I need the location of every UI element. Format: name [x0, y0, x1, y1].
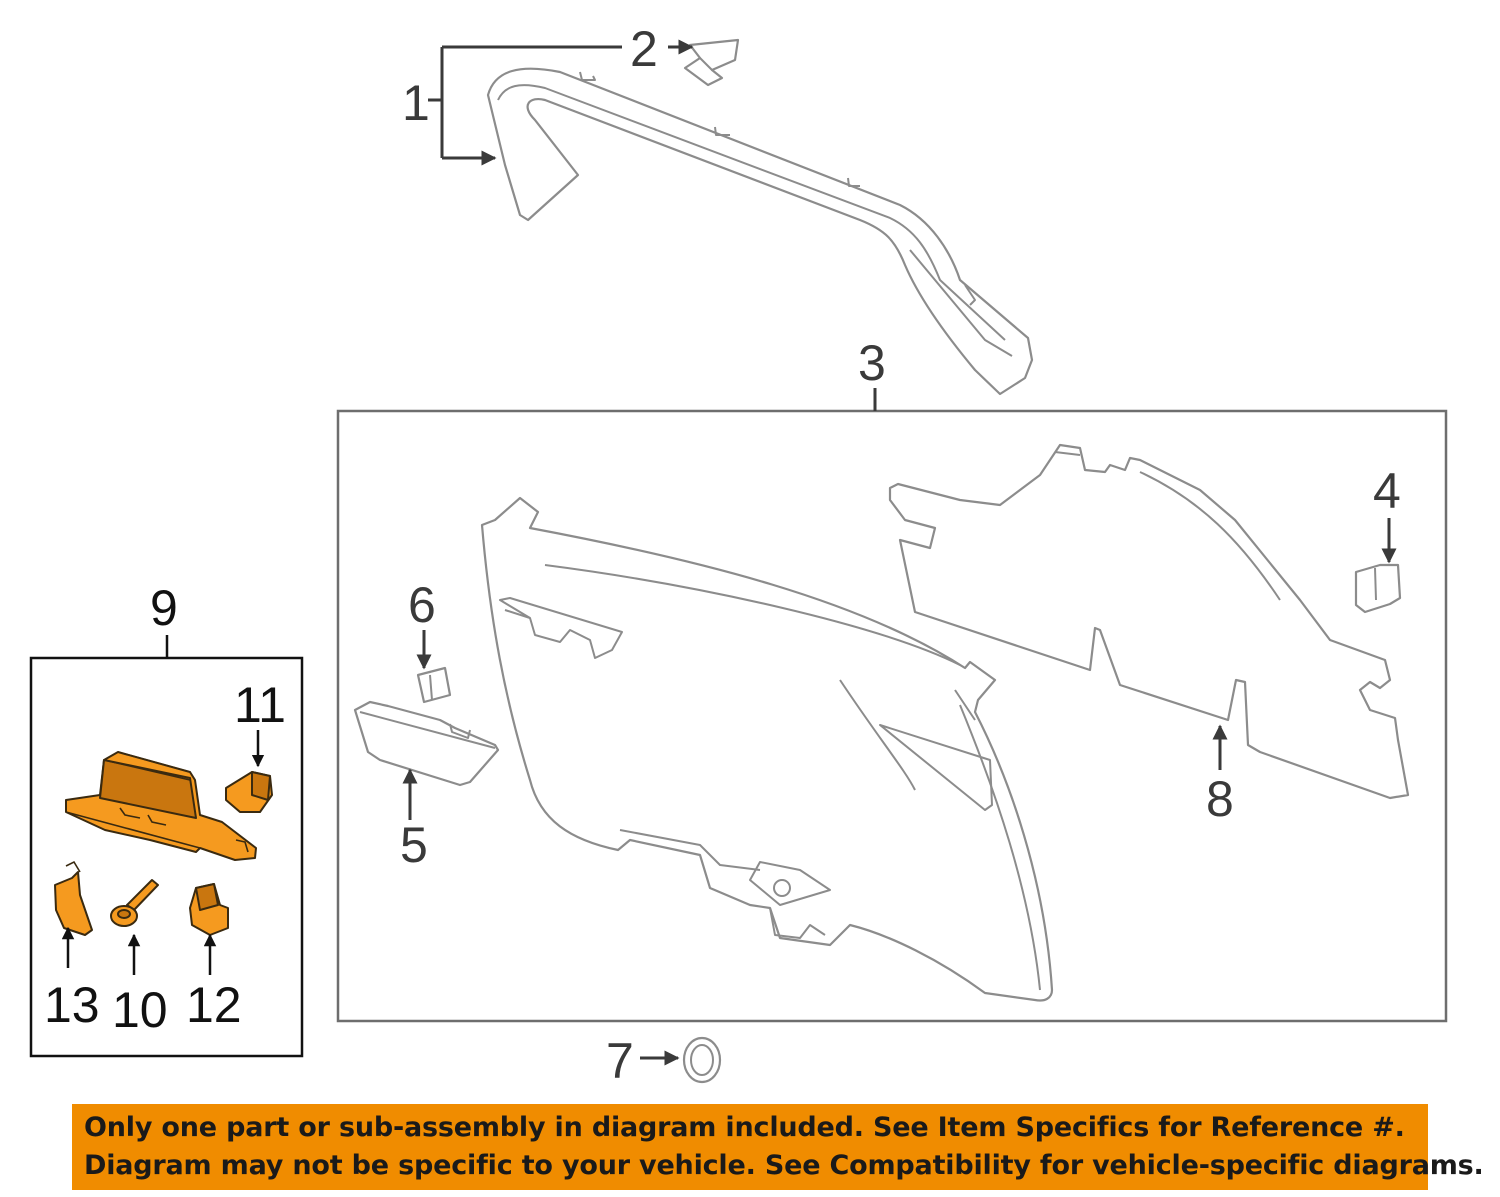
part-5-pull-handle: [353, 700, 500, 787]
part-9-lamp-assembly-highlighted: [65, 751, 257, 861]
svg-text:4: 4: [1373, 463, 1401, 519]
callout-2: 2: [630, 21, 694, 77]
part-12-clip-highlighted: [189, 883, 229, 936]
part-3-liftgate-trim-panel: [480, 496, 1054, 1002]
part-2-clip: [683, 38, 740, 87]
svg-text:2: 2: [630, 21, 658, 77]
callout-1: 1: [402, 45, 622, 166]
svg-text:9: 9: [150, 580, 178, 636]
svg-text:1: 1: [402, 75, 430, 131]
callout-6: 6: [408, 577, 436, 670]
part-8-insulator: [888, 443, 1410, 800]
svg-text:13: 13: [44, 977, 100, 1033]
part-10-screw-highlighted: [110, 879, 159, 927]
callout-10: 10: [112, 933, 168, 1038]
callout-8: 8: [1206, 724, 1234, 827]
part-11-bulb-socket-highlighted: [225, 771, 273, 813]
svg-text:8: 8: [1206, 771, 1234, 827]
callout-4: 4: [1373, 463, 1401, 564]
svg-text:11: 11: [234, 677, 286, 733]
callout-7: 7: [606, 1033, 680, 1089]
part-4-clip: [1354, 563, 1402, 614]
part-13-lens-highlighted: [54, 860, 93, 936]
part-1-upper-molding: [486, 67, 1034, 396]
part-6-clip: [416, 666, 452, 704]
svg-text:5: 5: [400, 817, 428, 873]
svg-text:7: 7: [606, 1033, 634, 1089]
disclaimer-line-2: Diagram may not be specific to your vehi…: [84, 1150, 1484, 1181]
callout-9: 9: [150, 580, 178, 658]
callout-5: 5: [400, 768, 428, 873]
assembly-3-frame: [336, 409, 1448, 1023]
disclaimer-banner: Only one part or sub-assembly in diagram…: [72, 1104, 1484, 1190]
disclaimer-line-1: Only one part or sub-assembly in diagram…: [84, 1112, 1405, 1143]
callout-3: 3: [858, 335, 886, 411]
svg-text:12: 12: [186, 977, 242, 1033]
part-7-plug: [682, 1036, 722, 1084]
callout-12: 12: [186, 933, 242, 1033]
svg-text:10: 10: [112, 982, 168, 1038]
callout-13: 13: [44, 926, 100, 1033]
svg-text:3: 3: [858, 335, 886, 391]
svg-text:6: 6: [408, 577, 436, 633]
callout-11: 11: [234, 677, 286, 768]
